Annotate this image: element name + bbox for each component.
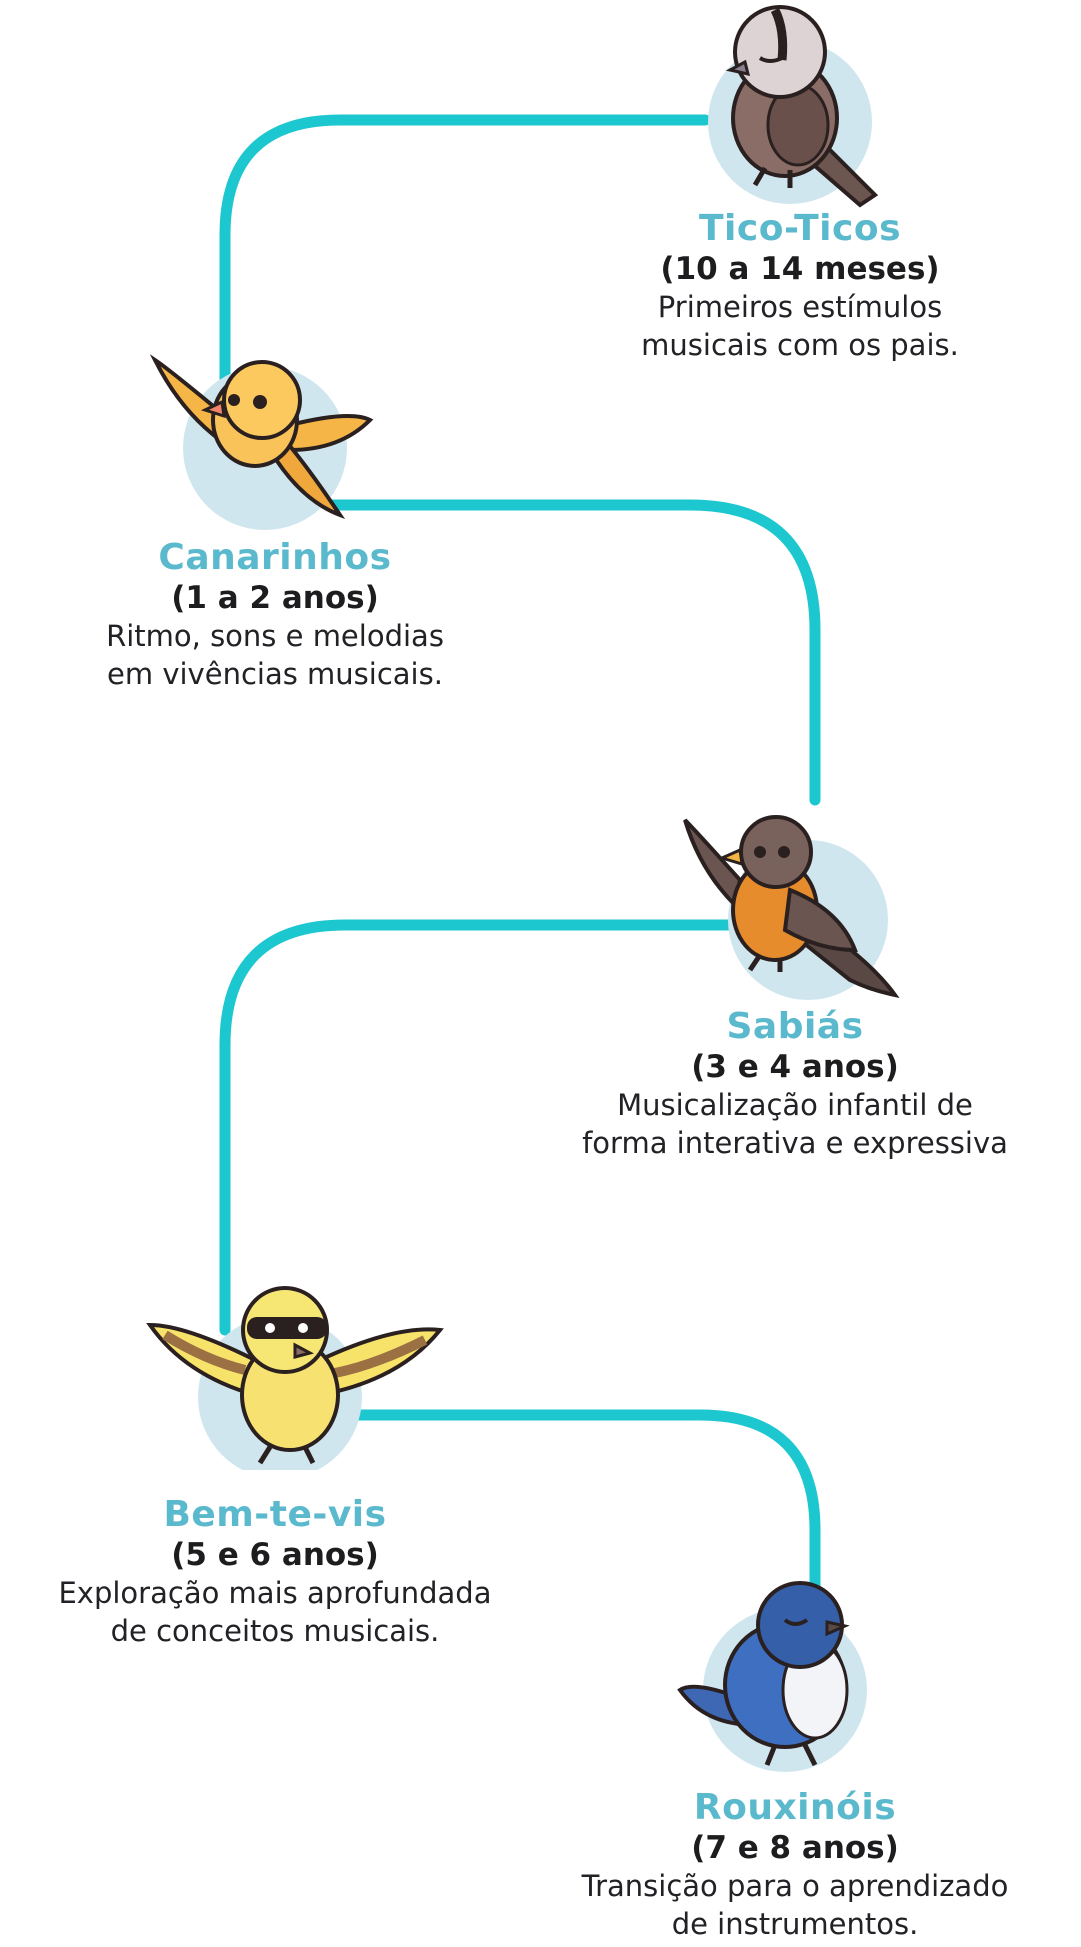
- stage-title: Canarinhos: [158, 537, 392, 578]
- thrush-bird-icon: [683, 815, 900, 1000]
- stage-description: de instrumentos.: [671, 1907, 919, 1941]
- stage-age: (5 e 6 anos): [171, 1537, 379, 1573]
- stage-description: Primeiros estímulos: [657, 290, 943, 324]
- stage-age: (7 e 8 anos): [691, 1830, 899, 1866]
- stage-age: (10 a 14 meses): [660, 251, 940, 287]
- nightingale-bird-icon: [677, 1581, 867, 1772]
- stage-tico-ticos: Tico-Ticos (10 a 14 meses) Primeiros est…: [520, 208, 1080, 364]
- stage-title: Bem-te-vis: [163, 1494, 387, 1535]
- canary-bird-icon: [150, 354, 374, 530]
- stage-age: (1 a 2 anos): [171, 580, 379, 616]
- kiskadee-bird-icon: [146, 1286, 444, 1470]
- stage-title: Rouxinóis: [693, 1787, 897, 1828]
- stage-description: Exploração mais aprofundada: [58, 1576, 492, 1610]
- journey-path-line: [219, 114, 821, 1596]
- stage-description: de conceitos musicais.: [110, 1614, 440, 1648]
- stage-description: Ritmo, sons e melodias: [106, 619, 444, 653]
- stage-sabias: Sabiás (3 e 4 anos) Musicalização infant…: [515, 1006, 1075, 1162]
- stage-age: (3 e 4 anos): [691, 1049, 899, 1085]
- stage-title: Tico-Ticos: [698, 208, 901, 249]
- stage-bem-te-vis: Bem-te-vis (5 e 6 anos) Exploração mais …: [0, 1494, 555, 1650]
- stage-title: Sabiás: [726, 1006, 864, 1047]
- stage-description: Musicalização infantil de: [617, 1088, 973, 1122]
- stage-description: musicais com os pais.: [641, 328, 959, 362]
- stage-description: Transição para o aprendizado: [581, 1869, 1009, 1903]
- sparrow-bird-icon: [708, 5, 879, 208]
- stage-canarinhos: Canarinhos (1 a 2 anos) Ritmo, sons e me…: [0, 537, 555, 693]
- stage-description: em vivências musicais.: [107, 657, 443, 691]
- stage-description: forma interativa e expressiva: [582, 1126, 1008, 1160]
- stage-rouxinois: Rouxinóis (7 e 8 anos) Transição para o …: [515, 1787, 1075, 1943]
